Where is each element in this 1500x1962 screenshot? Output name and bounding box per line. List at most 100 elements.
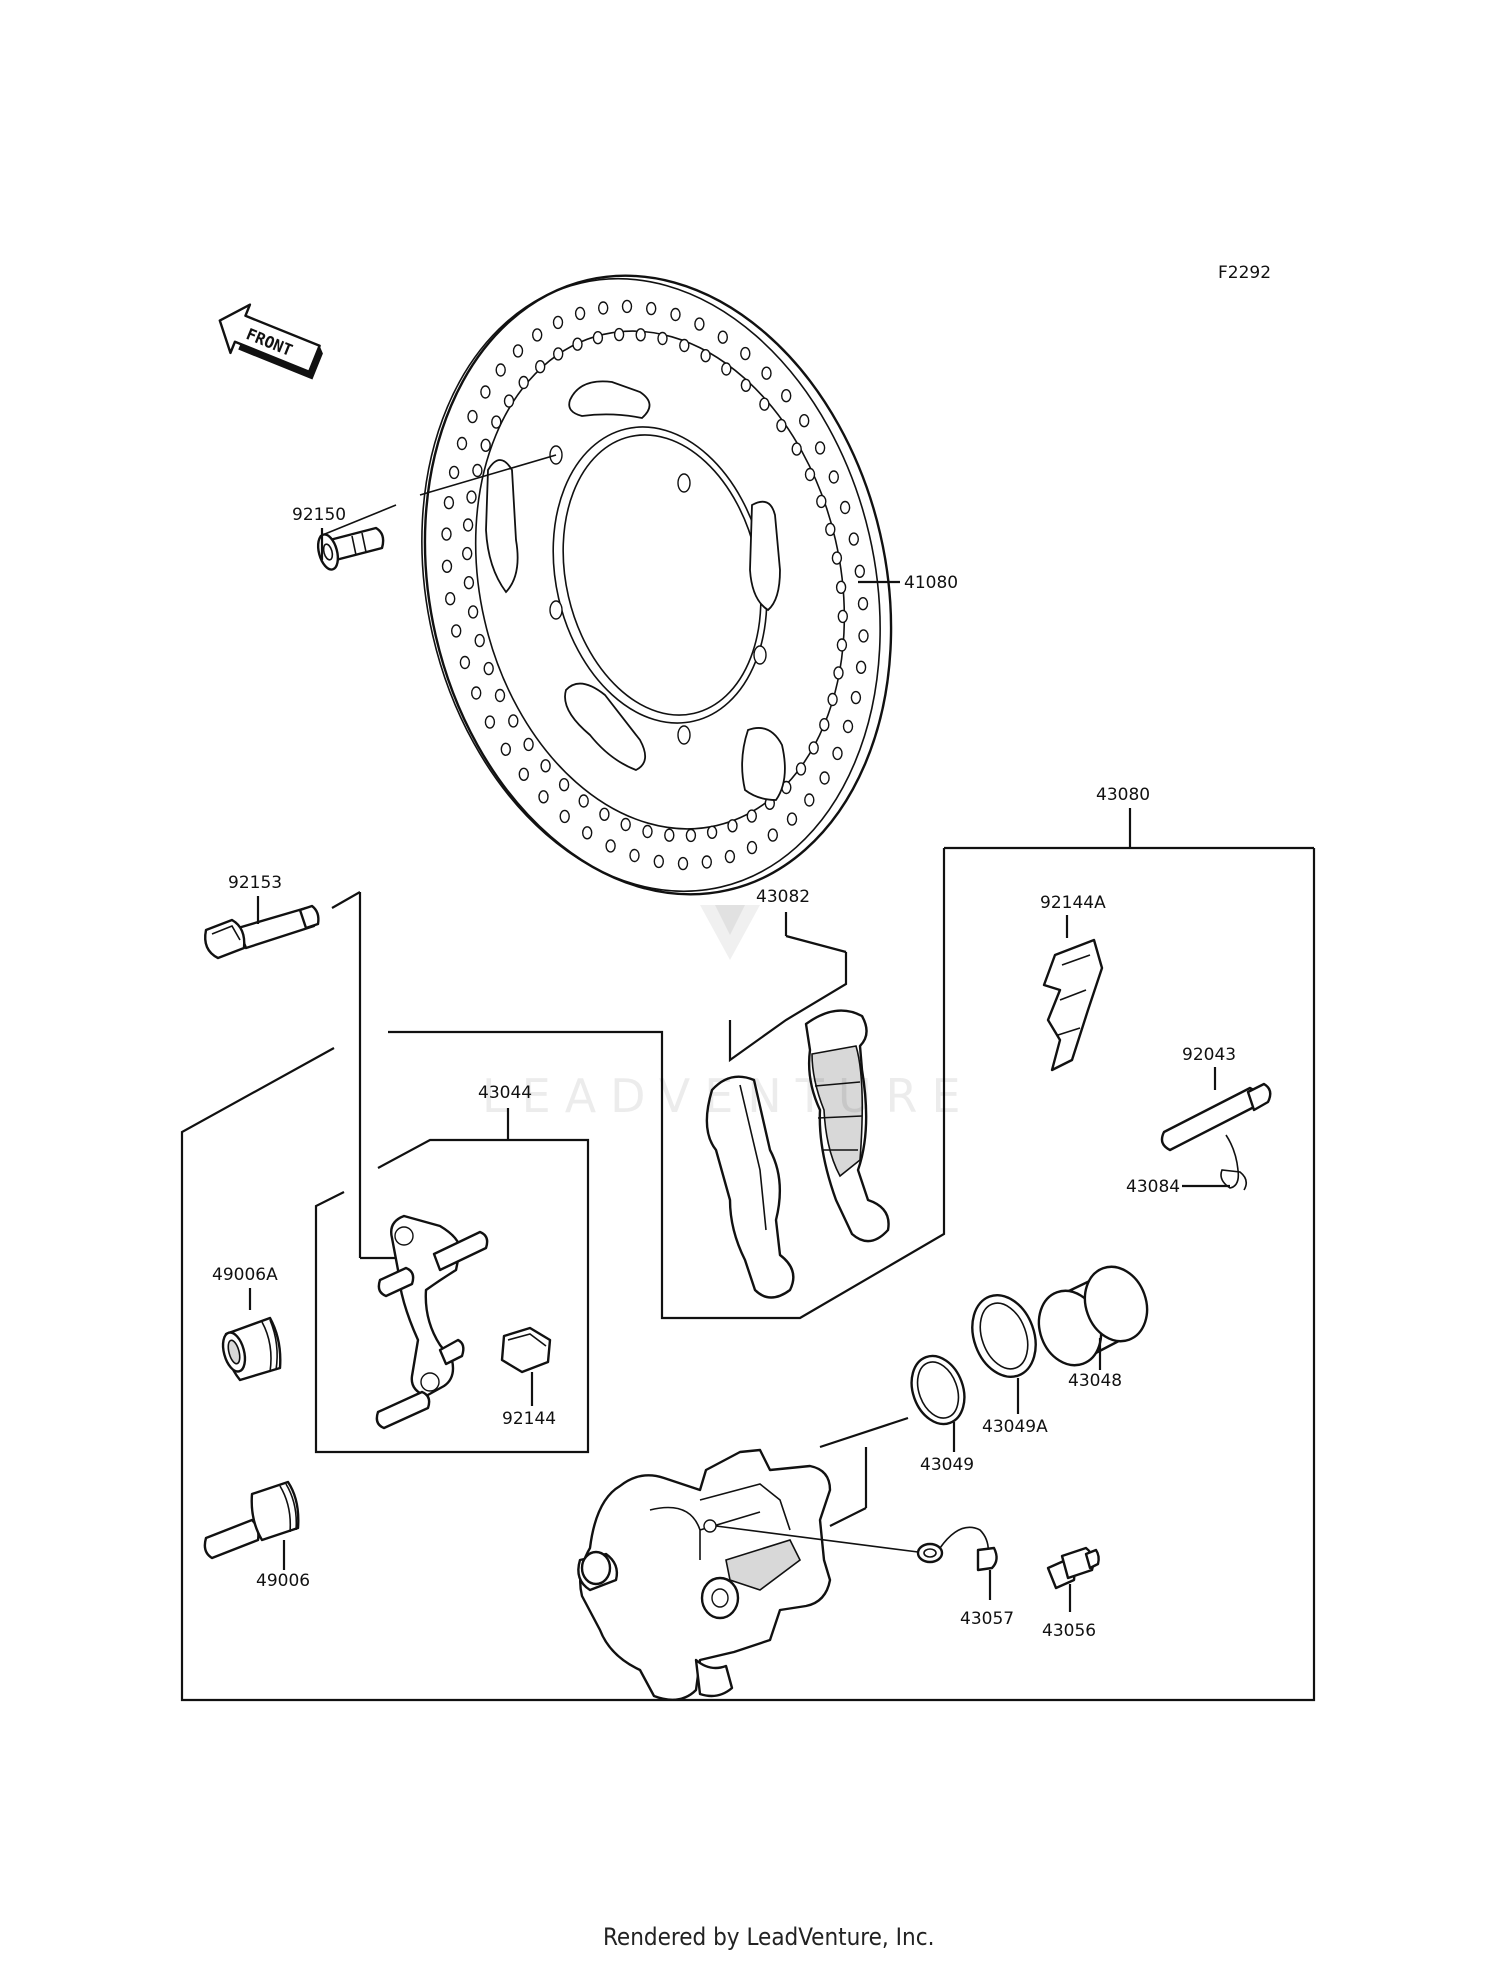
disc-vent-hole	[664, 828, 675, 842]
disc-vent-hole	[635, 328, 646, 342]
disc-vent-hole	[837, 609, 848, 624]
disc-vent-hole	[443, 496, 455, 510]
disc-vent-hole	[598, 301, 609, 315]
disc-vent-hole	[724, 849, 736, 864]
disc-vent-hole	[441, 559, 453, 573]
piston-43048	[1037, 1265, 1149, 1370]
disc-vent-hole	[484, 715, 496, 729]
disc-vent-hole	[472, 463, 483, 478]
label-43056: 43056	[1042, 1621, 1096, 1641]
disc-vent-hole	[857, 597, 869, 611]
disc-vent-hole	[701, 855, 712, 869]
disc-vent-hole	[653, 854, 664, 869]
label-92043: 92043	[1182, 1045, 1236, 1065]
disc-vent-hole	[831, 551, 843, 565]
disc-vent-hole	[832, 746, 843, 761]
disc-vent-hole	[827, 692, 838, 707]
disc-vent-hole	[552, 315, 564, 330]
disc-vent-hole	[466, 490, 477, 504]
front-arrow-icon: FRONT	[218, 303, 323, 380]
disc-vent-hole	[613, 327, 625, 342]
disc-vent-hole	[700, 349, 711, 363]
disc-vent-hole	[825, 522, 836, 537]
disc-vent-hole	[804, 467, 816, 482]
disc-vent-hole	[839, 500, 851, 515]
disc-vent-hole	[553, 347, 564, 361]
label-43080: 43080	[1096, 785, 1150, 805]
disc-vent-hole	[828, 470, 839, 484]
disc-vent-hole	[621, 299, 633, 314]
disc-vent-hole	[727, 819, 738, 833]
disc-vent-hole	[448, 465, 460, 480]
disc-vent-hole	[767, 828, 778, 842]
disc-vent-hole	[462, 518, 474, 532]
disc-vent-hole	[592, 331, 604, 345]
disc-vent-hole	[467, 605, 479, 619]
disc-vent-hole	[740, 378, 752, 392]
disc-vent-hole	[694, 317, 705, 331]
dust-seal-43049a	[971, 1294, 1037, 1414]
pad-pin-92043	[1160, 1067, 1272, 1152]
disc-vent-hole	[833, 666, 844, 680]
disc-vent-hole	[456, 436, 468, 451]
disc-vent-hole	[776, 418, 787, 433]
disc-vent-hole	[804, 793, 815, 807]
label-92150: 92150	[292, 505, 346, 525]
disc-vent-hole	[629, 848, 640, 863]
disc-vent-hole	[540, 759, 551, 773]
disc-vent-hole	[538, 790, 549, 804]
label-43082: 43082	[756, 887, 810, 907]
disc-vent-hole	[677, 856, 689, 871]
disc-vent-hole	[532, 328, 543, 342]
disc-vent-hole	[786, 812, 798, 826]
disc-vent-hole	[791, 442, 802, 456]
disc-vent-hole	[642, 824, 653, 839]
disc-vent-hole	[512, 344, 524, 358]
boot-49006a	[221, 1288, 282, 1382]
brake-disc-41080	[421, 274, 893, 896]
disc-vent-hole	[761, 366, 772, 380]
disc-vent-hole	[559, 809, 570, 824]
disc-vent-hole	[717, 330, 728, 344]
caliper-bolt-92153	[204, 904, 320, 960]
disc-vent-hole	[746, 809, 757, 823]
label-43044: 43044	[478, 1083, 532, 1103]
disc-vent-hole	[854, 564, 865, 578]
disc-vent-hole	[746, 840, 758, 855]
diagram-code: F2292	[1218, 263, 1271, 283]
pad-spring-92144a	[1042, 915, 1104, 1072]
retainer-clip-92144	[500, 1326, 552, 1406]
disc-vent-hole	[605, 839, 616, 853]
disc-vent-hole	[685, 828, 697, 843]
disc-vent-hole	[500, 742, 511, 756]
disc-vent-hole	[759, 397, 770, 411]
disc-vent-hole	[740, 346, 751, 361]
label-92144: 92144	[502, 1409, 556, 1429]
disc-vent-hole	[483, 661, 494, 676]
label-92144a: 92144A	[1040, 893, 1106, 913]
disc-vent-hole	[679, 338, 690, 353]
disc-vent-hole	[721, 362, 732, 376]
disc-vent-hole	[835, 580, 847, 594]
piston-seal-43049	[910, 1354, 966, 1452]
disc-vent-hole	[808, 741, 819, 755]
disc-vent-hole	[781, 389, 792, 403]
disc-vent-hole	[646, 301, 657, 316]
pin-clip-43084	[1182, 1134, 1248, 1191]
brake-pads-43082	[705, 912, 890, 1299]
disc-vent-hole	[582, 826, 593, 840]
disc-vent-hole	[842, 719, 854, 734]
disc-vent-hole	[480, 438, 491, 452]
disc-vent-hole	[518, 375, 529, 390]
disc-vent-hole	[518, 767, 529, 781]
label-43049: 43049	[920, 1455, 974, 1475]
bleeder-cap-43057	[916, 1526, 998, 1600]
label-49006a: 49006A	[212, 1265, 278, 1285]
disc-vent-hole	[441, 527, 452, 541]
footer-credit: Rendered by LeadVenture, Inc.	[603, 1923, 934, 1951]
disc-vent-hole	[459, 655, 471, 670]
disc-vent-hole	[620, 817, 631, 832]
disc-vent-hole	[491, 415, 502, 429]
